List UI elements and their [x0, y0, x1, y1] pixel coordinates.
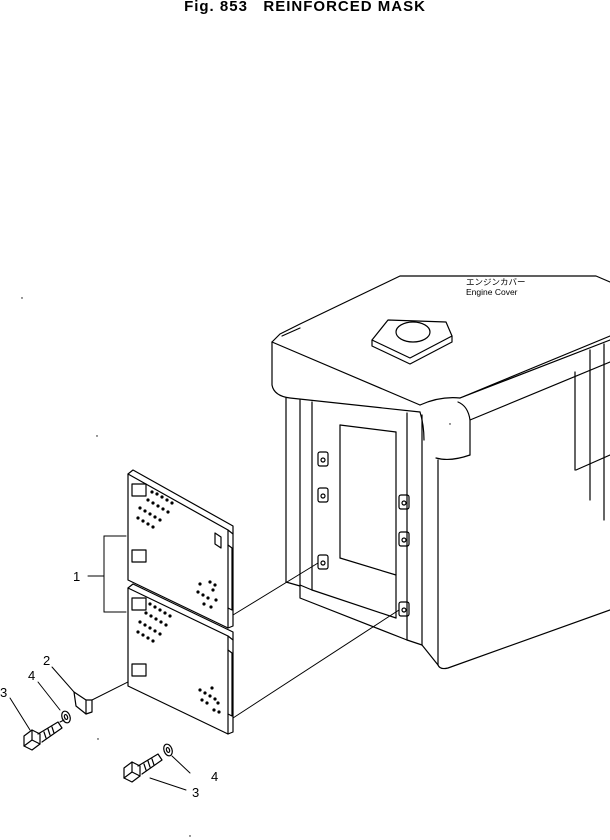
callout-4-lower: 4: [211, 769, 218, 784]
mask-plate-upper: [127, 469, 234, 629]
clip-nut: [73, 691, 93, 715]
engine-cover-label-jp: エンジンカバー: [466, 277, 526, 287]
figure-title: Fig. 853 REINFORCED MASK: [184, 0, 426, 15]
callout-1: 1: [73, 569, 80, 584]
scan-specks: [21, 297, 451, 837]
washer-lower: [163, 743, 173, 757]
callout-3-lower: 3: [192, 785, 199, 800]
bolt-upper: [23, 721, 63, 751]
assembly-lines: [59, 562, 400, 723]
callout-leaders: [9, 535, 191, 791]
washer-upper: [61, 710, 71, 724]
mask-plate-lower: [127, 583, 234, 735]
engine-cover-label-en: Engine Cover: [466, 287, 518, 297]
callout-3-upper: 3: [0, 685, 7, 700]
bolt-lower: [123, 753, 163, 783]
callout-2: 2: [43, 653, 50, 668]
callout-4-upper: 4: [28, 668, 35, 683]
engine-cover: [271, 275, 610, 670]
